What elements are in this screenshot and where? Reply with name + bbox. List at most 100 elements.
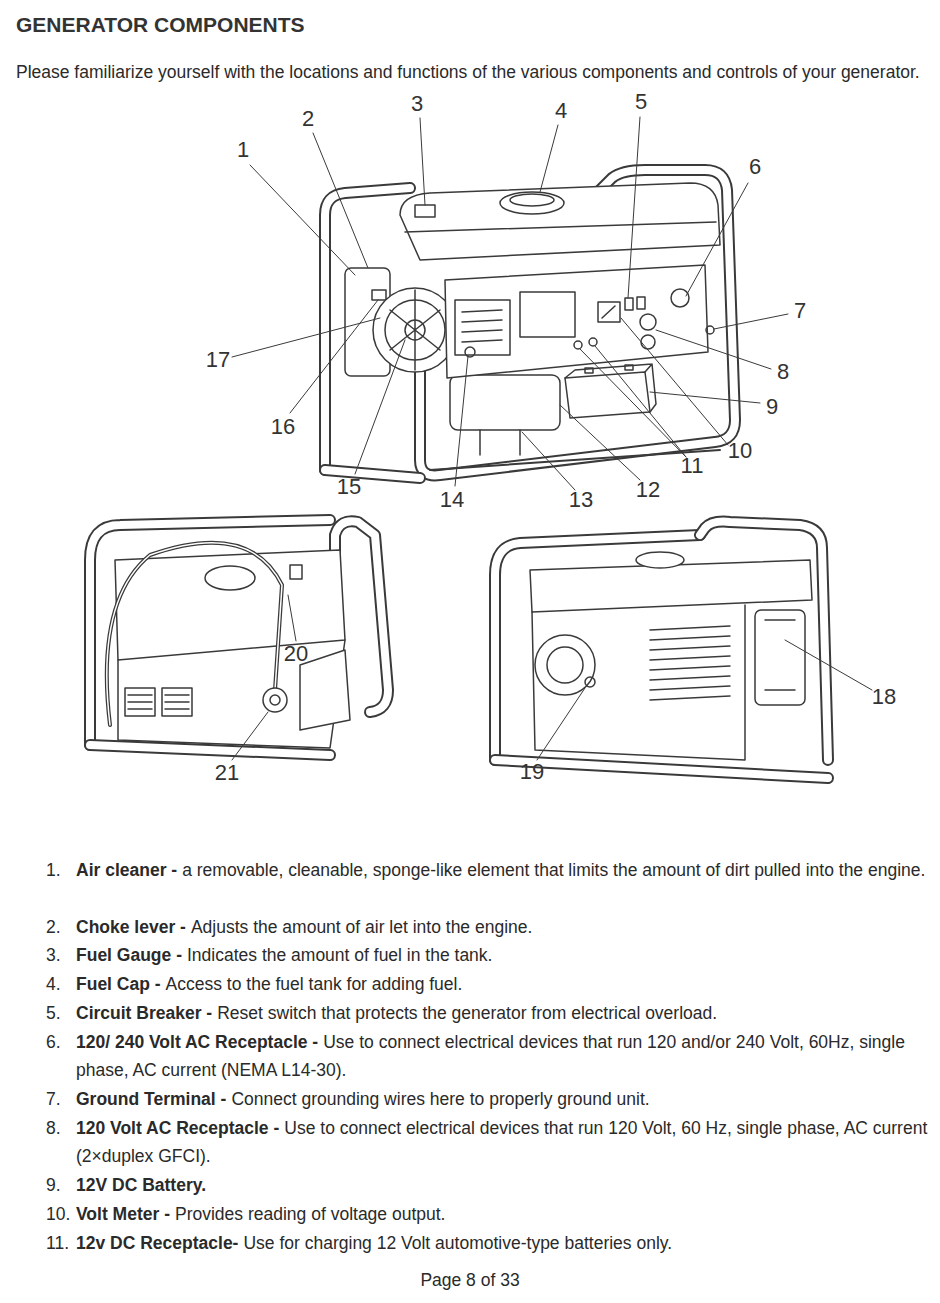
callout-number: 20 [284,643,308,665]
list-paragraph: Volt Meter -Provides reading of voltage … [76,1200,936,1228]
component-description: a removable, cleanable, sponge-like elem… [182,860,925,880]
list-number: 3. [46,941,61,969]
list-number: 6. [46,1028,61,1056]
list-paragraph: Circuit Breaker -Reset switch that prote… [76,999,936,1027]
page-number: Page 8 of 33 [0,1270,940,1291]
component-name: Choke lever - [76,917,186,937]
callout-number: 8 [777,361,789,383]
callout-number: 5 [635,91,647,113]
list-number: 2. [46,913,61,941]
component-description: Access to the fuel tank for adding fuel. [166,974,463,994]
callout-number: 9 [766,396,778,418]
list-paragraph: Ground Terminal -Connect grounding wires… [76,1085,936,1113]
frame-tube [90,520,388,755]
engine-block [450,375,560,430]
list-paragraph: 120 Volt AC Receptacle -Use to connect e… [76,1114,936,1170]
list-paragraph: Air cleaner -a removable, cleanable, spo… [76,856,936,884]
callout-number: 18 [872,686,896,708]
callout-number: 16 [271,416,295,438]
callout-number: 3 [411,93,423,115]
fuel-cap [500,192,564,214]
panel-label [455,300,510,355]
component-description: Connect grounding wires here to properly… [231,1089,649,1109]
callout-number: 4 [555,100,567,122]
callout-number: 19 [520,761,544,783]
list-number: 11. [46,1229,69,1257]
callout-number: 21 [215,762,239,784]
list-paragraph: Fuel Gauge -Indicates the amount of fuel… [76,941,936,969]
component-name: Fuel Gauge - [76,945,182,965]
list-number: 4. [46,970,61,998]
component-name: 12V DC Battery. [76,1175,206,1195]
component-description: Provides reading of voltage output. [175,1204,445,1224]
callout-number: 11 [681,455,704,477]
list-number: 10. [46,1200,70,1228]
list-item: 2. Choke lever -Adjusts the amount of air… [46,913,936,941]
component-name: Ground Terminal - [76,1089,226,1109]
list-number: 1. [46,856,61,884]
choke-lever [372,290,386,300]
list-item: 6. 120/ 240 Volt AC Receptacle -Use to co… [46,1028,936,1084]
muffler [755,610,805,705]
ground-terminal [706,326,714,334]
component-name: Circuit Breaker - [76,1003,212,1023]
callout-number: 7 [794,300,806,322]
callout-number: 13 [569,489,593,511]
callout-number: 12 [636,479,660,501]
list-paragraph: 12V DC Battery. [76,1171,936,1199]
list-paragraph: Fuel Cap -Access to the fuel tank for ad… [76,970,936,998]
leader-line [232,117,788,490]
fuel-hose [107,543,282,725]
component-description: Indicates the amount of fuel in the tank… [187,945,492,965]
intro-text: Please familiarize yourself with the loc… [16,60,936,84]
list-item: 5. Circuit Breaker -Reset switch that pro… [46,999,936,1027]
frame-tube [325,170,735,478]
component-name: 12v DC Receptacle- [76,1233,238,1253]
list-item: 10.Volt Meter -Provides reading of volta… [46,1200,936,1228]
list-number: 8. [46,1114,61,1142]
recoil-fan [535,635,595,695]
battery [565,372,650,418]
component-name: Fuel Cap - [76,974,161,994]
component-name: Air cleaner - [76,860,177,880]
control-panel [445,265,708,378]
list-paragraph: Choke lever -Adjusts the amount of air l… [76,913,936,941]
volt-meter [598,302,620,322]
fuel-valve [263,688,287,712]
component-name: 120/ 240 Volt AC Receptacle - [76,1032,318,1052]
list-item: 8. 120 Volt AC Receptacle -Use to connect… [46,1114,936,1170]
twist-lock-outlet [671,289,689,307]
fuel-gauge [415,205,435,217]
circuit-breaker [625,298,633,310]
page-title: GENERATOR COMPONENTS [16,13,305,37]
callout-number: 6 [749,156,761,178]
recoil-fan [373,288,457,372]
callout-number: 10 [728,440,752,462]
fuel-tank [115,550,345,660]
list-paragraph: 120/ 240 Volt AC Receptacle -Use to conn… [76,1028,936,1084]
callout-number: 1 [237,139,249,161]
callout-number: 15 [337,476,361,498]
callout-number: 2 [302,108,314,130]
component-description: Reset switch that protects the generator… [217,1003,717,1023]
fuel-tank [400,183,720,260]
list-paragraph: 12v DC Receptacle-Use for charging 12 Vo… [76,1229,936,1257]
list-item: 3. Fuel Gauge -Indicates the amount of fu… [46,941,936,969]
component-name: Volt Meter - [76,1204,170,1224]
callout-number: 17 [206,349,230,371]
component-name: 120 Volt AC Receptacle - [76,1118,279,1138]
list-item: 11. 12v DC Receptacle-Use for charging 12… [46,1229,936,1257]
dc-receptacle [574,341,582,349]
list-item: 7. Ground Terminal -Connect grounding wir… [46,1085,936,1113]
list-number: 9. [46,1171,61,1199]
list-item: 1. Air cleaner -a removable, cleanable, s… [46,856,936,884]
list-item: 9. 12V DC Battery. [46,1171,936,1199]
component-description: Adjusts the amount of air let into the e… [191,917,532,937]
list-number: 7. [46,1085,61,1113]
list-item: 4. Fuel Cap -Access to the fuel tank for … [46,970,936,998]
list-number: 5. [46,999,61,1027]
gfci-outlet [640,314,656,330]
vent [650,626,730,700]
frame-tube [495,522,828,778]
